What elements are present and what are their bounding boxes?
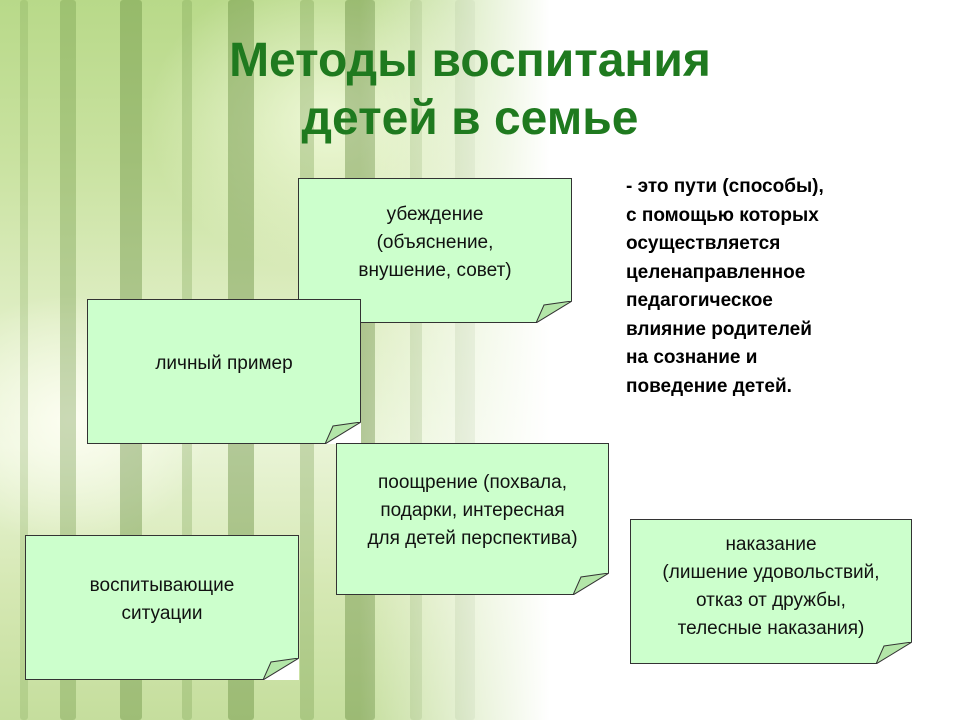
definition-line: педагогическое: [626, 290, 773, 311]
method-note-personal-example: личный пример: [87, 299, 361, 444]
page-curl-icon: [536, 301, 572, 323]
method-line: для детей перспектива): [367, 528, 578, 549]
slide-title: Методы воспитания детей в семье: [150, 32, 790, 148]
method-note-educating-situations: воспитывающие ситуации: [25, 535, 299, 680]
definition-line: с помощью которых: [626, 204, 819, 226]
method-line: убеждение: [386, 203, 484, 225]
method-line: ситуации: [121, 602, 203, 624]
definition-line: целенаправленное: [626, 261, 806, 283]
page-curl-icon: [325, 422, 361, 444]
title-line: детей в семье: [301, 92, 639, 145]
definition-text: - это пути (способы), с помощью которых …: [626, 173, 906, 401]
definition-line: поведение детей.: [626, 375, 792, 397]
definition-line: осуществляется: [626, 233, 781, 254]
title-line: Методы воспитания: [229, 34, 711, 87]
method-note-punishment: наказание (лишение удовольствий, отказ о…: [630, 519, 912, 664]
method-line: воспитывающие: [89, 574, 235, 596]
method-line: подарки, интересная: [380, 500, 565, 521]
definition-line: на сознание и: [626, 347, 758, 368]
page-curl-icon: [573, 573, 609, 595]
method-line: поощрение (похвала,: [378, 472, 567, 493]
page-curl-icon: [876, 642, 912, 664]
method-line: (лишение удовольствий,: [662, 561, 880, 583]
method-note-persuasion: убеждение (объяснение, внушение, совет): [298, 178, 572, 323]
method-line: телесные наказания): [677, 617, 865, 639]
method-note-encouragement: поощрение (похвала, подарки, интересная …: [336, 443, 609, 595]
definition-line: - это пути (способы),: [626, 176, 824, 197]
definition-line: влияние родителей: [626, 318, 812, 340]
method-line: (объяснение,: [376, 231, 494, 253]
page-curl-icon: [263, 658, 299, 680]
method-line: наказание: [725, 533, 817, 555]
method-line: личный пример: [155, 352, 293, 374]
method-line: внушение, совет): [358, 259, 512, 281]
method-line: отказ от дружбы,: [696, 589, 846, 611]
